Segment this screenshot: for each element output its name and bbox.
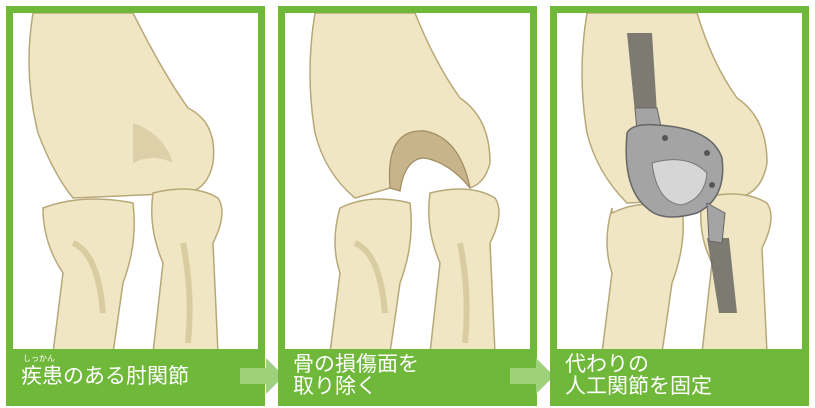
caption-line-1: 代わりの [565, 353, 794, 375]
caption-line-1: 骨の損傷面を [293, 353, 522, 375]
caption-fix-artificial-joint: 代わりの 人工関節を固定 [557, 349, 802, 399]
ruby-base: 疾患 [21, 364, 63, 388]
ruby-text: しっかん [23, 354, 55, 363]
artificial-joint-illustration [557, 13, 802, 399]
caption-line-2: 取り除く [293, 375, 522, 397]
caption-remove-damaged-bone: 骨の損傷面を 取り除く [285, 349, 530, 399]
diseased-elbow-illustration [13, 13, 258, 399]
caption-line-2: 人工関節を固定 [565, 375, 794, 397]
caption-rest: のある肘関節 [63, 364, 189, 388]
panel-remove-damaged-bone: 骨の損傷面を 取り除く [278, 6, 537, 406]
panel-fix-artificial-joint: 代わりの 人工関節を固定 [550, 6, 809, 406]
bone-removal-illustration [285, 13, 530, 399]
arrow-right-icon [510, 358, 554, 394]
caption-diseased-elbow: 疾患しっかんのある肘関節 [13, 349, 258, 399]
panel-diseased-elbow: 疾患しっかんのある肘関節 [6, 6, 265, 406]
ruby-term: 疾患しっかん [21, 365, 63, 387]
